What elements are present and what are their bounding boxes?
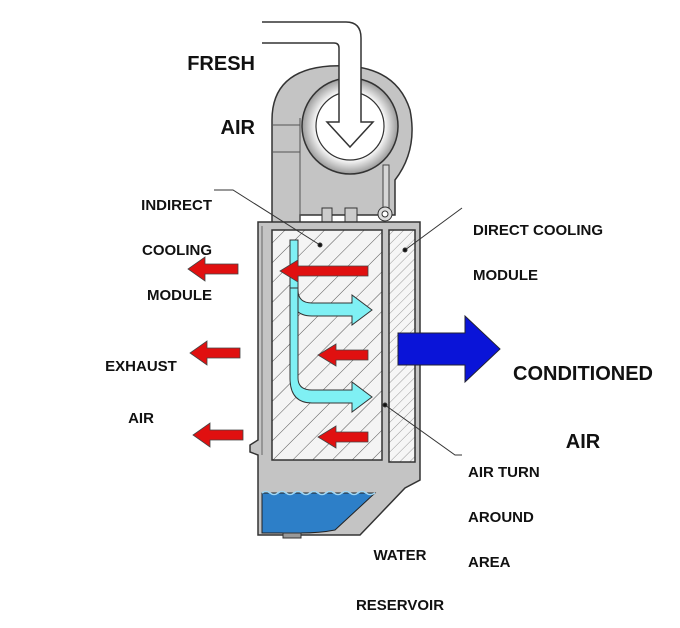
label-indirect-line1: INDIRECT	[141, 197, 212, 214]
label-fresh-air: FRESH AIR	[170, 14, 255, 158]
evaporative-cooler-diagram	[187, 21, 501, 539]
exhaust-arrow	[192, 422, 244, 448]
leader-indirect	[214, 189, 321, 246]
label-turnaround-line1: AIR TURN	[468, 464, 540, 481]
label-fresh-air-line2: AIR	[220, 117, 255, 139]
internal-red-arrow	[279, 259, 369, 283]
label-turnaround-line3: AREA	[468, 554, 511, 571]
label-exhaust-line1: EXHAUST	[105, 358, 177, 375]
internal-red-arrow	[317, 425, 369, 449]
water-reservoir	[261, 490, 377, 539]
indirect-cooling-module	[271, 229, 383, 461]
label-turnaround-line2: AROUND	[468, 509, 534, 526]
label-direct-cooling-module: DIRECT COOLING MODULE	[473, 193, 603, 298]
label-water-reservoir: WATER RESERVOIR	[345, 518, 455, 628]
top-fittings	[321, 206, 393, 223]
internal-exhaust-arrows	[279, 259, 369, 449]
label-indirect-line3: MODULE	[147, 287, 212, 304]
label-conditioned-line2: AIR	[565, 431, 601, 453]
label-exhaust-line2: AIR	[128, 410, 154, 427]
primary-air-flow	[289, 239, 373, 413]
label-water-line2: RESERVOIR	[355, 597, 445, 614]
label-water-line1: WATER	[373, 547, 427, 564]
leader-direct	[404, 207, 463, 251]
exhaust-arrow	[189, 340, 241, 366]
label-direct-line2: MODULE	[473, 267, 538, 284]
label-exhaust-air: EXHAUST AIR	[96, 329, 186, 441]
label-direct-line1: DIRECT COOLING	[473, 222, 603, 239]
fresh-air-arrow	[262, 21, 375, 149]
exhaust-arrows	[187, 256, 244, 448]
leader-turnaround	[384, 404, 462, 456]
label-fresh-air-line1: FRESH	[187, 53, 255, 75]
label-indirect-cooling-module: INDIRECT COOLING MODULE	[120, 168, 212, 318]
label-air-turn-around-area: AIR TURN AROUND AREA	[468, 435, 540, 585]
label-conditioned-air: CONDITIONED AIR	[498, 324, 668, 472]
label-indirect-line2: COOLING	[142, 242, 212, 259]
conditioned-air-arrow	[397, 314, 501, 384]
exhaust-arrow	[187, 256, 239, 282]
leader-lines	[214, 189, 463, 456]
label-conditioned-line1: CONDITIONED	[513, 363, 653, 385]
internal-red-arrow	[317, 343, 369, 367]
